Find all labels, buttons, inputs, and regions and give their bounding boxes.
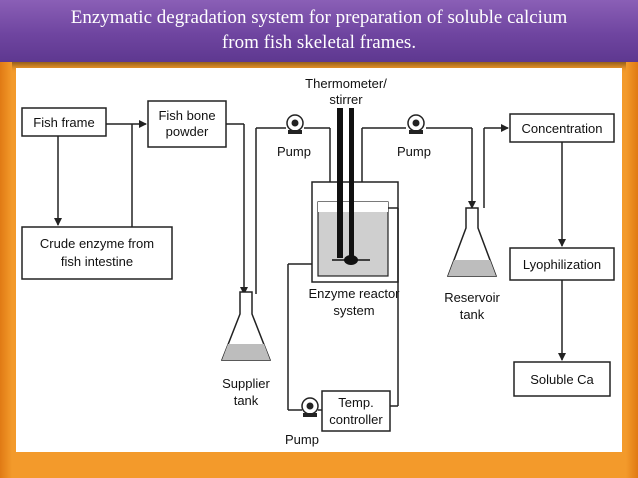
lyophilization-box xyxy=(509,247,615,281)
slide-frame-left xyxy=(0,62,12,478)
slide-title-line-1: Enzymatic degradation system for prepara… xyxy=(70,7,568,28)
soluble-ca-box xyxy=(513,361,611,397)
soluble-ca-label: Soluble Ca xyxy=(530,372,594,387)
enzyme-reactor-label-2: system xyxy=(333,303,374,318)
slide-title-bar: Enzymatic degradation system for prepara… xyxy=(0,0,638,62)
pump-left-hub xyxy=(291,119,299,127)
temp-controller-box xyxy=(321,390,391,432)
slide-frame-right xyxy=(626,62,638,478)
thermometer-icon xyxy=(337,108,343,258)
process-diagram-panel: Fish frame Fish bone powder Crude enzyme… xyxy=(16,68,622,452)
thermometer-label-1: Thermometer/ xyxy=(305,76,387,91)
enzyme-reactor-label-1: Enzyme reactor xyxy=(308,286,400,301)
process-diagram: Fish frame Fish bone powder Crude enzyme… xyxy=(21,76,615,447)
pump-bottom-label: Pump xyxy=(285,432,319,447)
fish-frame-label: Fish frame xyxy=(33,115,94,130)
temp-controller-label-2: controller xyxy=(329,412,383,427)
crude-enzyme-label-2: fish intestine xyxy=(61,254,133,269)
pump-bottom-base xyxy=(303,413,317,417)
supplier-tank-label-2: tank xyxy=(234,393,259,408)
fish-frame-box xyxy=(21,107,107,137)
reservoir-tank-label-1: Reservoir xyxy=(444,290,500,305)
reservoir-tank-liquid xyxy=(448,260,496,276)
stirrer-icon xyxy=(349,108,354,264)
crude-enzyme-label-1: Crude enzyme from xyxy=(40,236,154,251)
pump-left-base xyxy=(288,130,302,134)
fish-bone-powder-label-2: powder xyxy=(166,124,209,139)
pump-bottom-hub xyxy=(306,402,314,410)
pump-right-hub xyxy=(412,119,420,127)
fish-bone-powder-box xyxy=(147,100,227,148)
reservoir-tank-label-2: tank xyxy=(460,307,485,322)
thermometer-label-2: stirrer xyxy=(329,92,363,107)
fish-bone-powder-label-1: Fish bone xyxy=(158,108,215,123)
pump-right-label: Pump xyxy=(397,144,431,159)
lyophilization-label: Lyophilization xyxy=(523,257,601,272)
temp-controller-label-1: Temp. xyxy=(338,395,373,410)
concentration-label: Concentration xyxy=(522,121,603,136)
crude-enzyme-box xyxy=(21,226,173,280)
pump-left-label: Pump xyxy=(277,144,311,159)
pump-right-base xyxy=(409,130,423,134)
slide-title-line-2: from fish skeletal frames. xyxy=(221,32,417,53)
supplier-tank-liquid xyxy=(222,344,270,360)
supplier-tank-label-1: Supplier xyxy=(222,376,270,391)
